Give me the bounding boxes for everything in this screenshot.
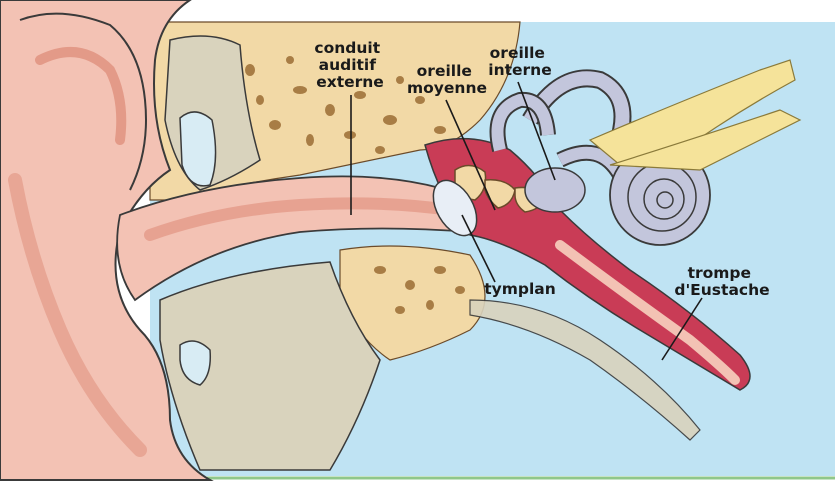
eardrum-leader (461, 214, 496, 283)
inner-ear (489, 69, 711, 246)
middle-ear-leader (445, 99, 496, 211)
eardrum-label: tymplan (484, 280, 556, 298)
inner-ear-label: oreille interne (488, 44, 551, 79)
leader-lines (350, 81, 703, 361)
inner-ear-leader (517, 81, 556, 181)
middle-ear-label: oreille moyenne (407, 62, 487, 97)
eustachian-leader (661, 297, 703, 361)
eustachian-label: trompe d'Eustache (674, 264, 769, 299)
canal-label: conduit auditif externe (314, 39, 385, 91)
labels: conduit auditif externe oreille moyenne … (314, 39, 769, 299)
auricle (0, 0, 214, 481)
auditory-nerve (588, 59, 802, 171)
bone-texture (245, 56, 465, 314)
cartilage (159, 35, 381, 471)
ear-canal (116, 175, 472, 302)
